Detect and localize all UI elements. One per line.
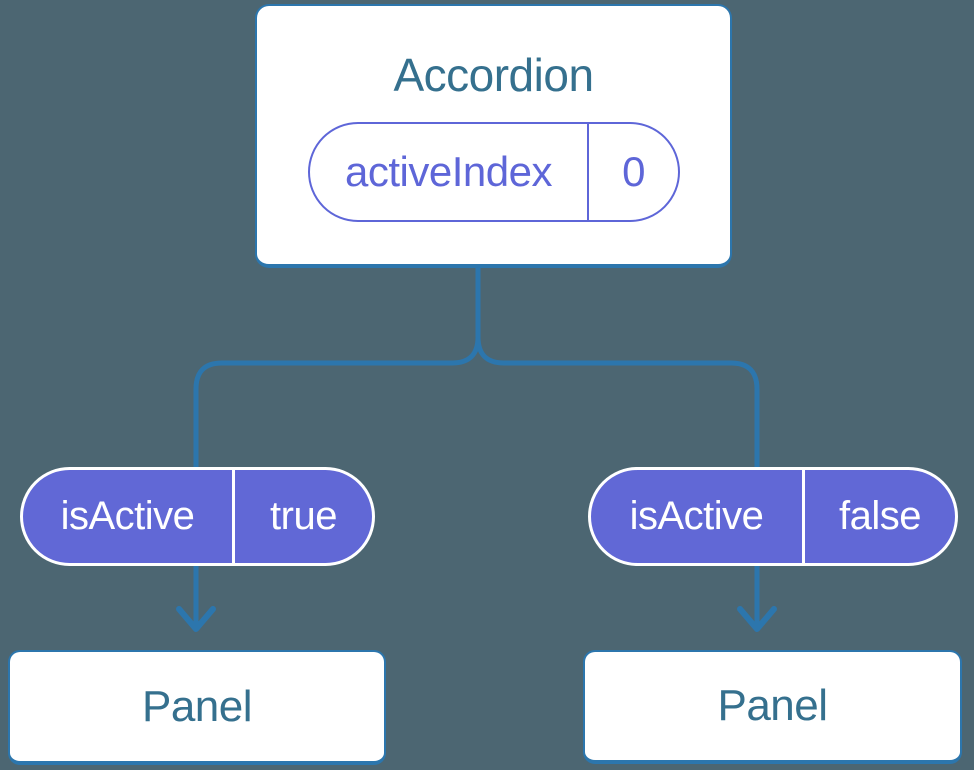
panel-component-card-right: Panel: [583, 650, 962, 764]
tree-branch-right: [475, 266, 760, 626]
accordion-title: Accordion: [393, 49, 594, 101]
state-pill-value: 0: [622, 148, 645, 195]
accordion-component-card: Accordion activeIndex 0: [255, 4, 732, 268]
arrow-down-left-icon: [176, 606, 216, 632]
prop-pill-value: false: [839, 494, 922, 538]
arrow-down-right-icon: [737, 606, 777, 632]
prop-pill-name: isActive: [60, 494, 195, 538]
prop-pill-divider: [232, 470, 235, 563]
panel-component-card-left: Panel: [8, 650, 386, 765]
prop-pill-divider: [802, 470, 805, 563]
state-pill-activeindex: activeIndex 0: [308, 122, 680, 222]
state-pill-divider: [587, 124, 589, 220]
prop-pill-isactive-true: isActive true: [20, 467, 375, 566]
prop-pill-isactive-false: isActive false: [588, 467, 958, 566]
panel-label: Panel: [141, 681, 253, 731]
prop-pill-value: true: [270, 494, 337, 538]
prop-pill-name: isActive: [629, 494, 764, 538]
tree-branch-left: [193, 266, 481, 626]
panel-label: Panel: [717, 681, 828, 730]
state-pill-name: activeIndex: [345, 148, 552, 195]
